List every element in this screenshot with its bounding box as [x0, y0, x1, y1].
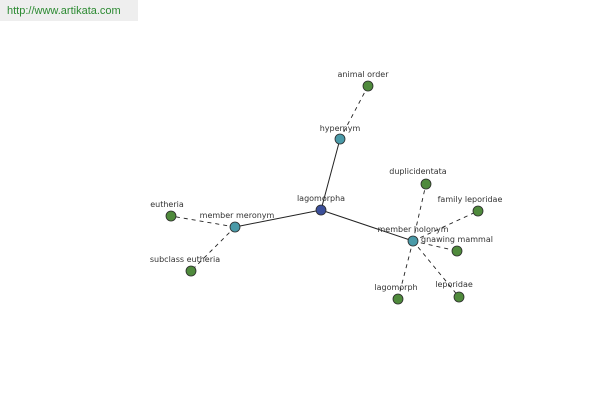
node-eutheria[interactable]	[165, 210, 177, 222]
node-hypernym[interactable]	[334, 133, 346, 145]
node-label-member-meronym[interactable]: member meronym	[200, 211, 275, 220]
edge-lagomorpha-member-meronym	[234, 209, 322, 228]
edge-member-holonym-duplicidentata	[412, 183, 427, 242]
node-label-duplicidentata[interactable]: duplicidentata	[389, 167, 447, 176]
site-url-link[interactable]: http://www.artikata.com	[7, 5, 121, 17]
url-bar: http://www.artikata.com	[0, 0, 138, 21]
node-member-meronym[interactable]	[229, 221, 241, 233]
node-animal-order[interactable]	[362, 80, 374, 92]
node-label-member-holonym[interactable]: member holonym	[377, 225, 448, 234]
node-label-leporidae[interactable]: leporidae	[435, 280, 473, 289]
node-label-lagomorph[interactable]: lagomorph	[374, 283, 417, 292]
node-leporidae[interactable]	[453, 291, 465, 303]
node-lagomorpha[interactable]	[315, 204, 327, 216]
node-label-eutheria[interactable]: eutheria	[150, 200, 184, 209]
edge-hypernym-animal-order	[339, 85, 369, 140]
node-gnawing-mammal[interactable]	[451, 245, 463, 257]
node-lagomorph[interactable]	[392, 293, 404, 305]
node-label-lagomorpha[interactable]: lagomorpha	[297, 194, 345, 203]
edge-member-meronym-eutheria	[170, 215, 236, 228]
edge-lagomorpha-member-holonym	[320, 209, 414, 242]
node-subclass-eutheria[interactable]	[185, 265, 197, 277]
node-duplicidentata[interactable]	[420, 178, 432, 190]
node-label-gnawing-mammal[interactable]: gnawing mammal	[421, 235, 493, 244]
node-label-hypernym[interactable]: hypernym	[320, 124, 361, 133]
nodes-layer	[165, 80, 484, 305]
edge-member-holonym-family-leporidae	[412, 210, 479, 242]
node-family-leporidae[interactable]	[472, 205, 484, 217]
edge-lagomorpha-hypernym	[320, 138, 341, 211]
labels-layer: lagomorpha hypernym member meronym member h…	[150, 70, 503, 292]
edge-member-meronym-subclass-eutheria	[190, 226, 236, 272]
edges-layer	[170, 85, 479, 300]
node-member-holonym[interactable]	[407, 235, 419, 247]
node-label-family-leporidae[interactable]: family leporidae	[438, 195, 503, 204]
edge-member-holonym-lagomorph	[397, 240, 414, 300]
node-label-subclass-eutheria[interactable]: subclass eutheria	[150, 255, 220, 264]
node-label-animal-order[interactable]: animal order	[338, 70, 390, 79]
